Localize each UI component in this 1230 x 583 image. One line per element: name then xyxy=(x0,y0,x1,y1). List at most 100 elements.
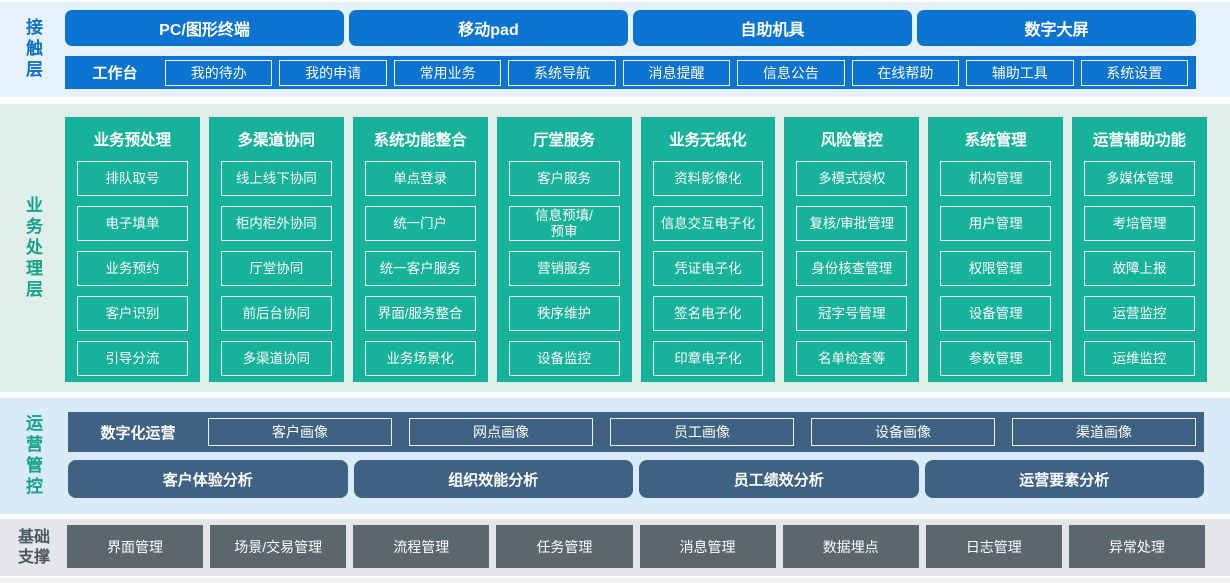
business-column: 风险管控多模式授权复核/审批管理身份核查管理冠字号管理名单检查等 xyxy=(784,117,920,382)
digital-operation-label: 数字化运营 xyxy=(100,424,176,442)
business-column-title: 风险管控 xyxy=(820,132,883,149)
business-column: 业务预处理排队取号电子填单业务预约客户识别引导分流 xyxy=(65,117,200,382)
workbench-items: 我的待办我的申请常用业务系统导航消息提醒信息公告在线帮助辅助工具系统设置 xyxy=(165,59,1188,86)
business-item: 单点登录 xyxy=(364,161,476,196)
business-column-items: 排队取号电子填单业务预约客户识别引导分流 xyxy=(77,161,188,376)
workbench-item: 辅助工具 xyxy=(966,59,1074,86)
business-columns: 业务预处理排队取号电子填单业务预约客户识别引导分流多渠道协同线上线下协同柜内柜外… xyxy=(65,117,1207,382)
business-column: 多渠道协同线上线下协同柜内柜外协同厅堂协同前后台协同多渠道协同 xyxy=(208,117,344,382)
business-item: 客户识别 xyxy=(77,296,188,331)
business-item: 厅堂协同 xyxy=(220,251,332,286)
business-item: 多媒体管理 xyxy=(1084,161,1195,196)
business-processing-layer-section: 业务处理层 业务预处理排队取号电子填单业务预约客户识别引导分流多渠道协同线上线下… xyxy=(0,104,1230,392)
business-column-title: 厅堂服务 xyxy=(533,132,596,149)
business-item: 考培管理 xyxy=(1084,206,1195,241)
business-column: 系统功能整合单点登录统一门户统一客户服务界面/服务整合业务场景化 xyxy=(352,117,488,382)
business-item: 身份核查管理 xyxy=(796,251,908,286)
business-column-items: 单点登录统一门户统一客户服务界面/服务整合业务场景化 xyxy=(364,161,476,376)
bottom-strip xyxy=(0,578,1230,583)
foundation-item: 场景/交易管理 xyxy=(210,525,347,568)
workbench-item: 我的申请 xyxy=(279,59,387,86)
foundation-items: 界面管理场景/交易管理流程管理任务管理消息管理数据埋点日志管理异常处理 xyxy=(67,525,1205,568)
foundation-item: 异常处理 xyxy=(1068,525,1205,568)
business-item: 冠字号管理 xyxy=(796,296,908,331)
business-item: 故障上报 xyxy=(1084,251,1195,286)
workbench-item: 我的待办 xyxy=(165,59,273,86)
business-column-title: 系统功能整合 xyxy=(373,132,467,149)
business-item: 多渠道协同 xyxy=(220,341,332,376)
business-item: 线上线下协同 xyxy=(220,161,332,196)
business-column-title: 业务无纸化 xyxy=(669,132,747,149)
digital-operation-items: 客户画像网点画像员工画像设备画像渠道画像 xyxy=(208,418,1196,446)
business-column-items: 资料影像化信息交互电子化凭证电子化签名电子化印章电子化 xyxy=(652,161,764,376)
analysis-button: 客户体验分析 xyxy=(68,460,348,498)
business-column: 系统管理机构管理用户管理权限管理设备管理参数管理 xyxy=(928,117,1064,382)
business-item: 界面/服务整合 xyxy=(364,296,476,331)
foundation-item: 消息管理 xyxy=(639,525,776,568)
business-item: 排队取号 xyxy=(77,161,188,196)
business-column-items: 线上线下协同柜内柜外协同厅堂协同前后台协同多渠道协同 xyxy=(220,161,332,376)
business-item: 参数管理 xyxy=(940,341,1052,376)
contact-layer-label: 接触层 xyxy=(23,18,42,81)
workbench-item: 常用业务 xyxy=(393,59,502,86)
business-column-title: 系统管理 xyxy=(964,132,1027,149)
business-item: 签名电子化 xyxy=(652,296,764,331)
operations-control-section: 运营管控 数字化运营 客户画像网点画像员工画像设备画像渠道画像 客户体验分析组织… xyxy=(0,398,1230,514)
business-item: 印章电子化 xyxy=(652,341,764,376)
business-item: 引导分流 xyxy=(77,341,188,376)
business-item: 凭证电子化 xyxy=(652,251,764,286)
business-item: 秩序维护 xyxy=(508,296,620,331)
business-column: 厅堂服务客户服务信息预填/ 预审营销服务秩序维护设备监控 xyxy=(496,117,632,382)
business-column-title: 运营辅助功能 xyxy=(1093,132,1187,149)
business-item: 资料影像化 xyxy=(652,161,764,196)
business-item: 权限管理 xyxy=(940,251,1052,286)
business-item: 前后台协同 xyxy=(220,296,332,331)
workbench-bar: 工作台 我的待办我的申请常用业务系统导航消息提醒信息公告在线帮助辅助工具系统设置 xyxy=(65,56,1196,89)
business-item: 复核/审批管理 xyxy=(796,206,908,241)
business-item: 统一门户 xyxy=(364,206,476,241)
business-column-title: 业务预处理 xyxy=(93,132,172,149)
business-item: 业务场景化 xyxy=(364,341,476,376)
business-item: 多模式授权 xyxy=(796,161,908,196)
business-item: 运维监控 xyxy=(1084,341,1195,376)
business-item: 客户服务 xyxy=(508,161,620,196)
analysis-button: 员工绩效分析 xyxy=(639,460,919,498)
business-item: 运营监控 xyxy=(1084,296,1195,331)
operations-label: 运营管控 xyxy=(23,414,42,498)
business-item: 名单检查等 xyxy=(796,341,908,376)
analysis-button: 运营要素分析 xyxy=(924,460,1204,498)
digital-operation-item: 客户画像 xyxy=(208,418,392,446)
analysis-button: 组织效能分析 xyxy=(353,460,633,498)
business-item: 柜内柜外协同 xyxy=(220,206,332,241)
business-item: 用户管理 xyxy=(940,206,1052,241)
digital-operation-bar: 数字化运营 客户画像网点画像员工画像设备画像渠道画像 xyxy=(68,412,1204,452)
business-item: 设备监控 xyxy=(508,341,620,376)
workbench-item: 信息公告 xyxy=(737,59,845,86)
business-item: 电子填单 xyxy=(77,206,188,241)
business-column: 运营辅助功能多媒体管理考培管理故障上报运营监控运维监控 xyxy=(1072,117,1207,382)
business-item: 设备管理 xyxy=(940,296,1052,331)
foundation-support-section: 基础支撑 界面管理场景/交易管理流程管理任务管理消息管理数据埋点日志管理异常处理 xyxy=(0,519,1230,576)
business-column-items: 客户服务信息预填/ 预审营销服务秩序维护设备监控 xyxy=(508,161,620,376)
channel-button: 移动pad xyxy=(349,10,628,46)
foundation-item: 任务管理 xyxy=(496,525,633,568)
business-item: 营销服务 xyxy=(508,251,620,286)
foundation-label: 基础支撑 xyxy=(17,528,50,566)
foundation-item: 界面管理 xyxy=(67,525,204,568)
business-item: 信息交互电子化 xyxy=(652,206,764,241)
analysis-row: 客户体验分析组织效能分析员工绩效分析运营要素分析 xyxy=(68,460,1204,498)
channel-button: 数字大屏 xyxy=(917,10,1196,46)
business-column-items: 多媒体管理考培管理故障上报运营监控运维监控 xyxy=(1084,161,1195,376)
workbench-item: 在线帮助 xyxy=(851,59,960,86)
workbench-item: 系统设置 xyxy=(1080,59,1188,86)
digital-operation-item: 员工画像 xyxy=(610,418,794,446)
foundation-item: 数据埋点 xyxy=(782,525,919,568)
business-column-title: 多渠道协同 xyxy=(237,132,316,149)
workbench-label: 工作台 xyxy=(92,65,138,82)
business-column-items: 多模式授权复核/审批管理身份核查管理冠字号管理名单检查等 xyxy=(796,161,908,376)
foundation-item: 流程管理 xyxy=(353,525,490,568)
